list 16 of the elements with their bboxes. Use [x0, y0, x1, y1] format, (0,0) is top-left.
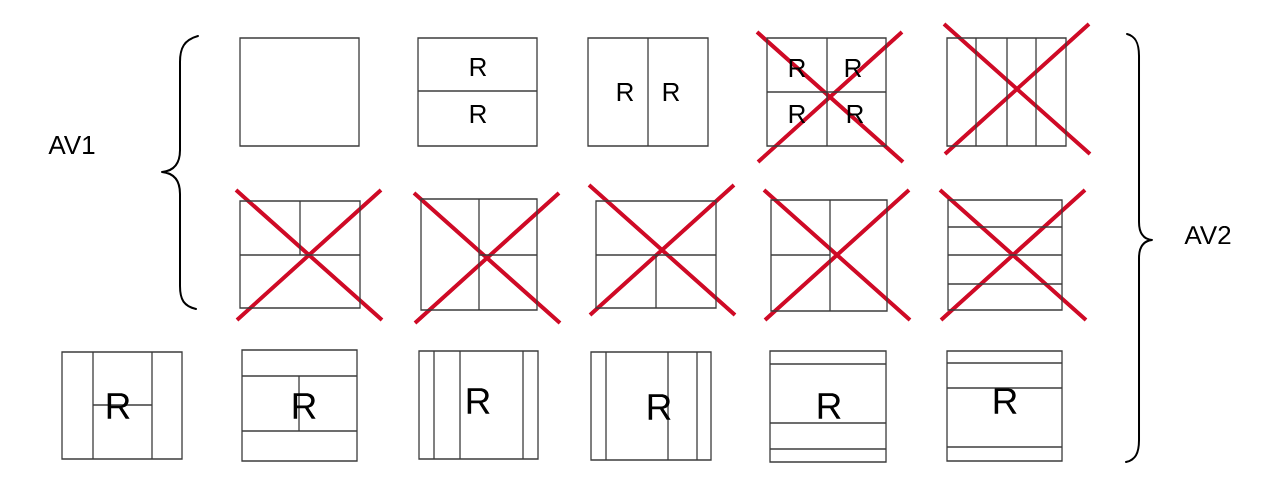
partitioned-box — [947, 199, 1063, 311]
partitioned-box: R — [241, 349, 358, 462]
partitioned-box: R — [590, 351, 712, 461]
partitioned-box: R — [946, 350, 1063, 462]
group-label: AV1 — [48, 136, 95, 154]
partitioned-box — [595, 200, 717, 309]
partitioned-box: R R — [587, 37, 709, 147]
group-label: AV2 — [1184, 225, 1231, 245]
partitioned-box — [946, 37, 1067, 147]
empty-box — [239, 37, 360, 147]
partitioned-box: R R — [417, 37, 538, 147]
partitioned-box — [420, 198, 538, 311]
partitioned-box: R — [418, 350, 539, 460]
partitioned-box — [239, 200, 361, 309]
partitioned-box: R — [769, 350, 887, 463]
partitioned-box — [770, 199, 888, 312]
